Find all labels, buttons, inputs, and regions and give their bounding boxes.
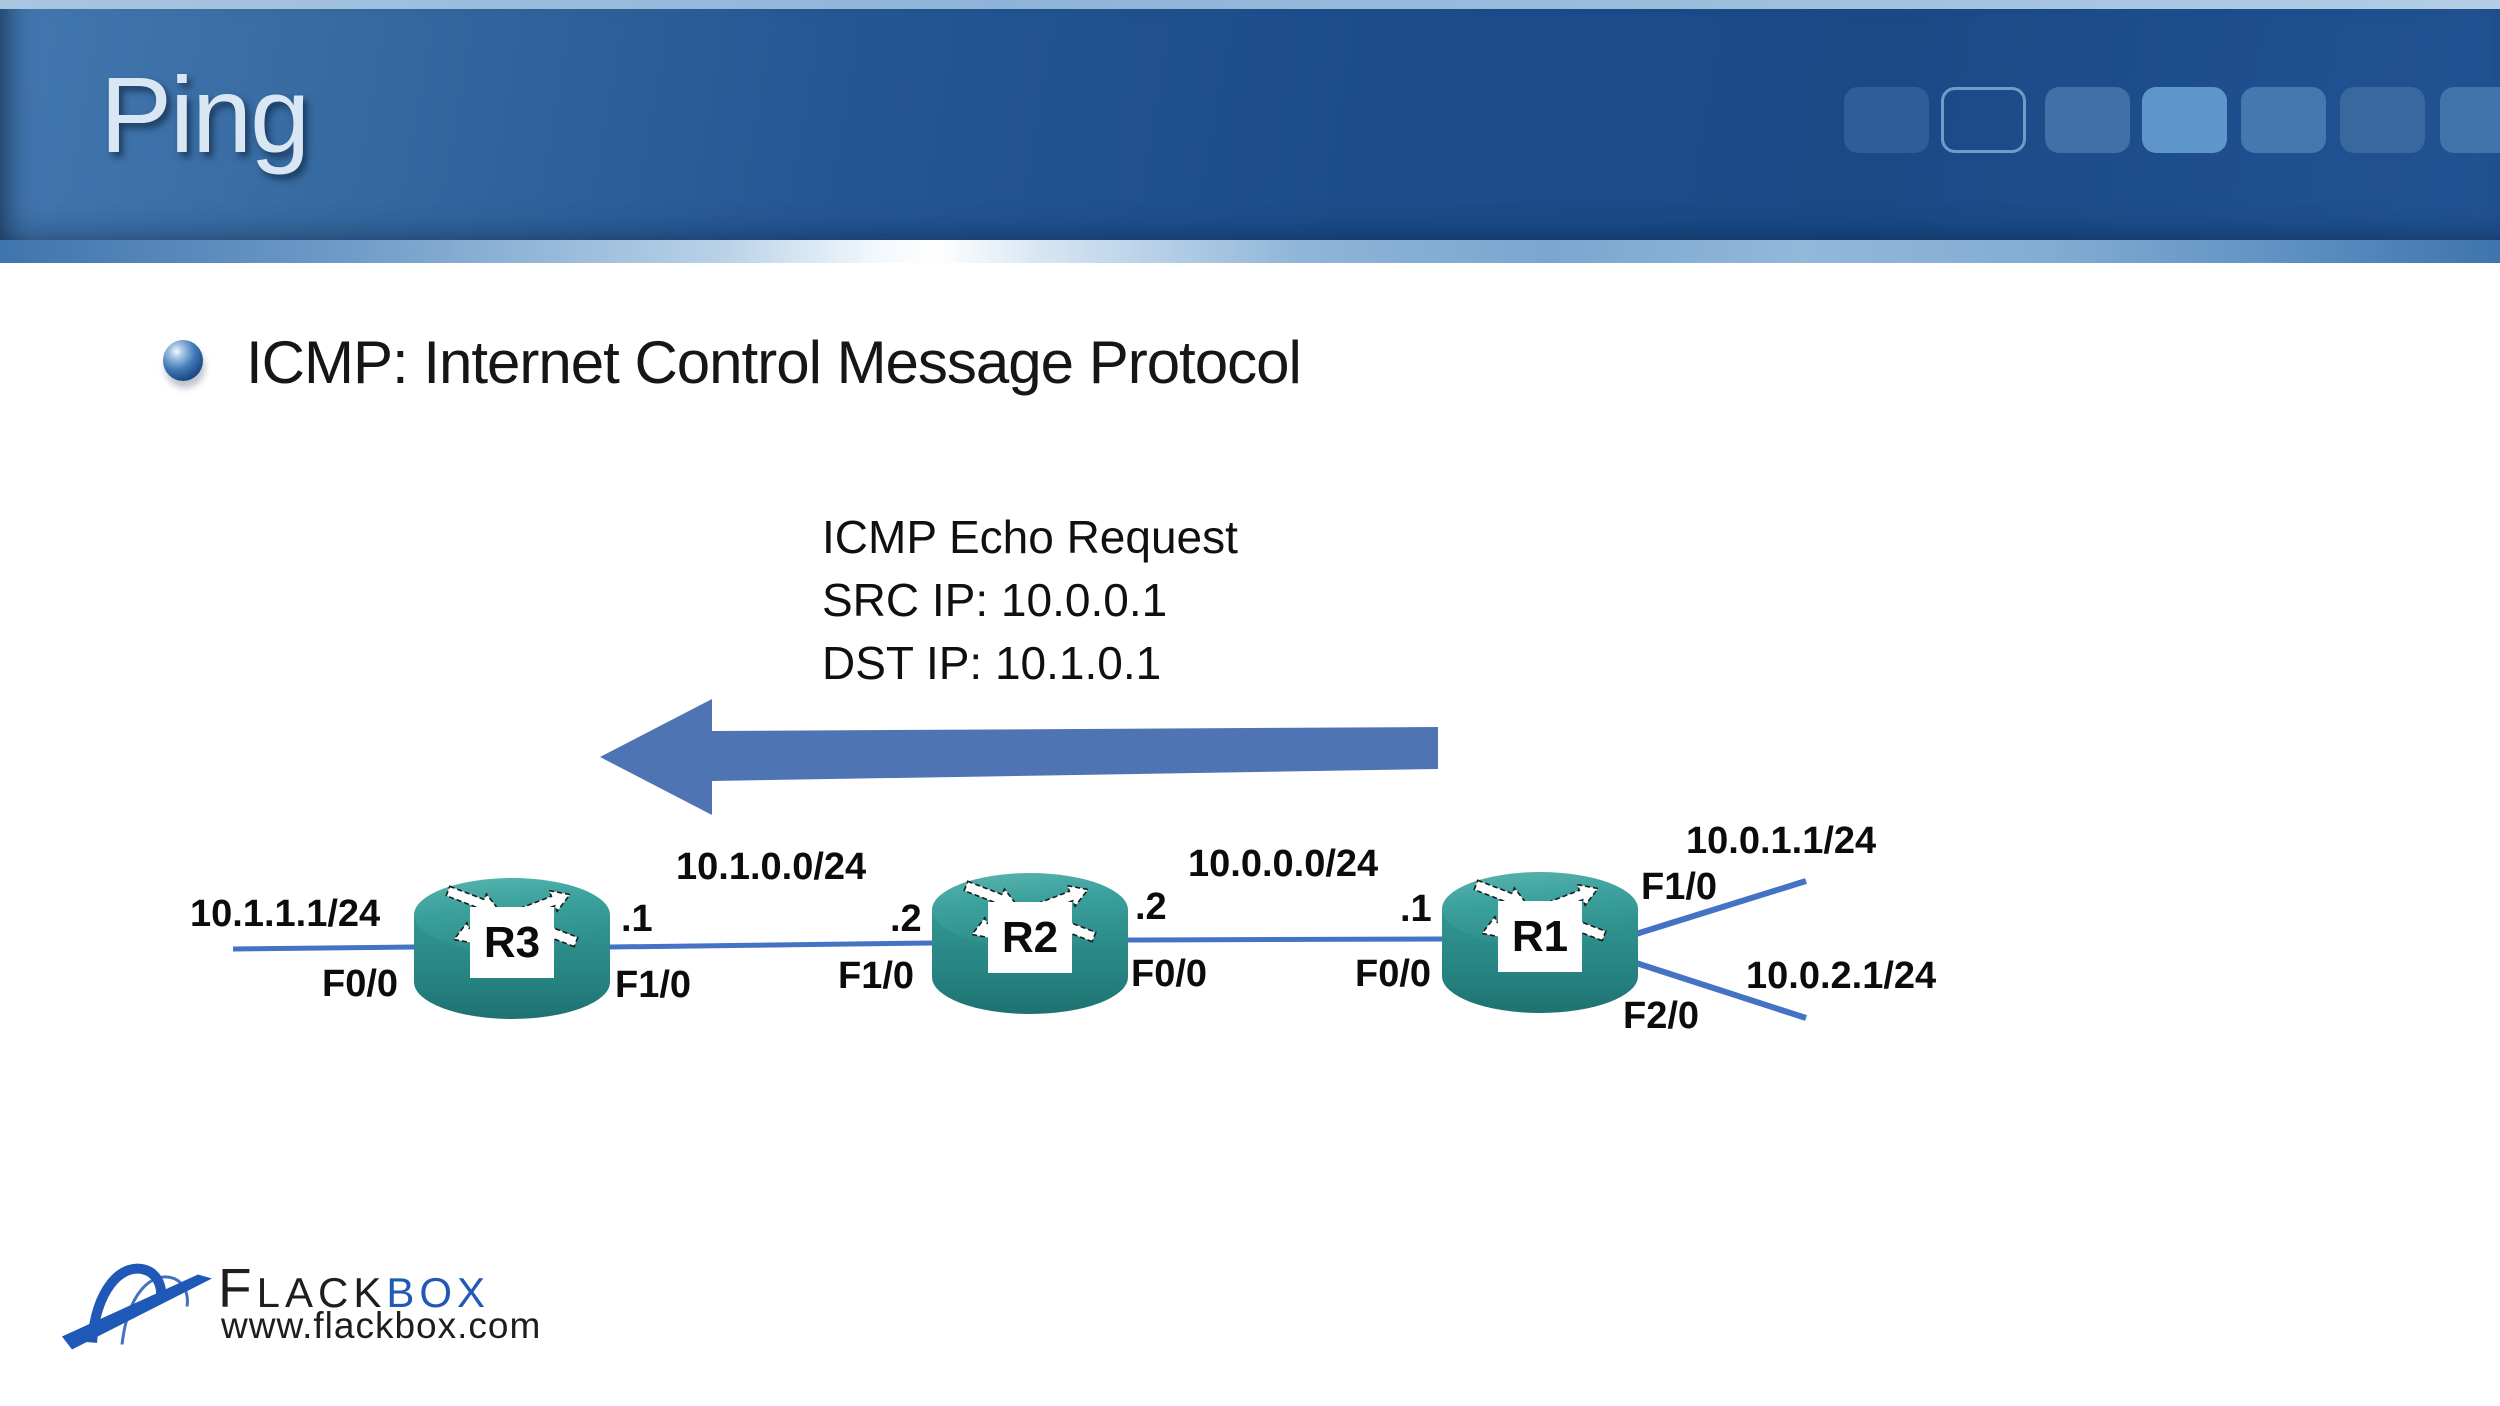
decor-square (2045, 87, 2130, 153)
website-url: www.flackbox.com (221, 1305, 542, 1346)
label-lan-r3-ip: 10.1.1.1/24 (190, 893, 381, 935)
router-r3-label: R3 (470, 907, 554, 978)
label-r1-lan1-ip: 10.0.1.1/24 (1686, 820, 1877, 862)
router-r2: R2 (930, 871, 1130, 1016)
brand-name: FLACKBOX (218, 1256, 490, 1320)
label-r1-lan2-ip: 10.0.2.1/24 (1746, 955, 1937, 997)
brand-name-blue: BOX (386, 1269, 491, 1316)
link-r2-r1 (1127, 936, 1443, 943)
router-r2-label: R2 (988, 902, 1072, 973)
link-r3-r2 (609, 940, 934, 950)
label-r1-f20: F2/0 (1623, 995, 1700, 1037)
decor-square (2241, 87, 2326, 153)
label-r2-f00: F0/0 (1131, 953, 1208, 995)
label-r2-f10: F1/0 (838, 955, 915, 997)
header-decor-squares (0, 0, 2500, 240)
page-title: Ping (100, 54, 310, 175)
flackbox-logo-icon (62, 1263, 212, 1350)
label-net-r2-r1: 10.0.0.0/24 (1188, 843, 1379, 885)
router-r1-label: R1 (1498, 901, 1582, 972)
label-r1-addr: .1 (1400, 888, 1432, 930)
packet-info: ICMP Echo Request SRC IP: 10.0.0.1 DST I… (822, 506, 1238, 695)
link-lan-r3 (232, 944, 415, 952)
router-r1: R1 (1440, 870, 1640, 1015)
decor-square (2340, 87, 2425, 153)
decor-square-outline (1941, 87, 2026, 153)
header: Ping (0, 0, 2500, 240)
brand-name-black: FLACK (218, 1257, 387, 1319)
decor-square (2142, 87, 2227, 153)
packet-line-src: SRC IP: 10.0.0.1 (822, 574, 1168, 626)
echo-request-arrow (600, 699, 1438, 815)
decor-square (2440, 87, 2500, 153)
label-r3-f00: F0/0 (322, 963, 399, 1005)
label-r3-f10: F1/0 (615, 964, 692, 1006)
label-r2-addr-right: .2 (1135, 886, 1167, 928)
decor-square (1844, 87, 1929, 153)
label-net-r3-r2: 10.1.0.0/24 (676, 846, 867, 888)
label-r3-addr: .1 (621, 898, 653, 940)
link-r1-lan2 (1632, 959, 1807, 1021)
router-r3: R3 (412, 876, 612, 1021)
packet-line-dst: DST IP: 10.1.0.1 (822, 637, 1162, 689)
packet-line-title: ICMP Echo Request (822, 511, 1238, 563)
label-r1-f10: F1/0 (1641, 866, 1718, 908)
label-r2-addr-left: .2 (890, 898, 922, 940)
label-r1-f00: F0/0 (1355, 953, 1432, 995)
bullet-sphere-icon (163, 340, 203, 381)
link-r1-lan1 (1635, 878, 1807, 937)
bullet-text: ICMP: Internet Control Message Protocol (246, 329, 1302, 396)
header-shine-band (0, 240, 2500, 263)
header-top-strip (0, 0, 2500, 9)
